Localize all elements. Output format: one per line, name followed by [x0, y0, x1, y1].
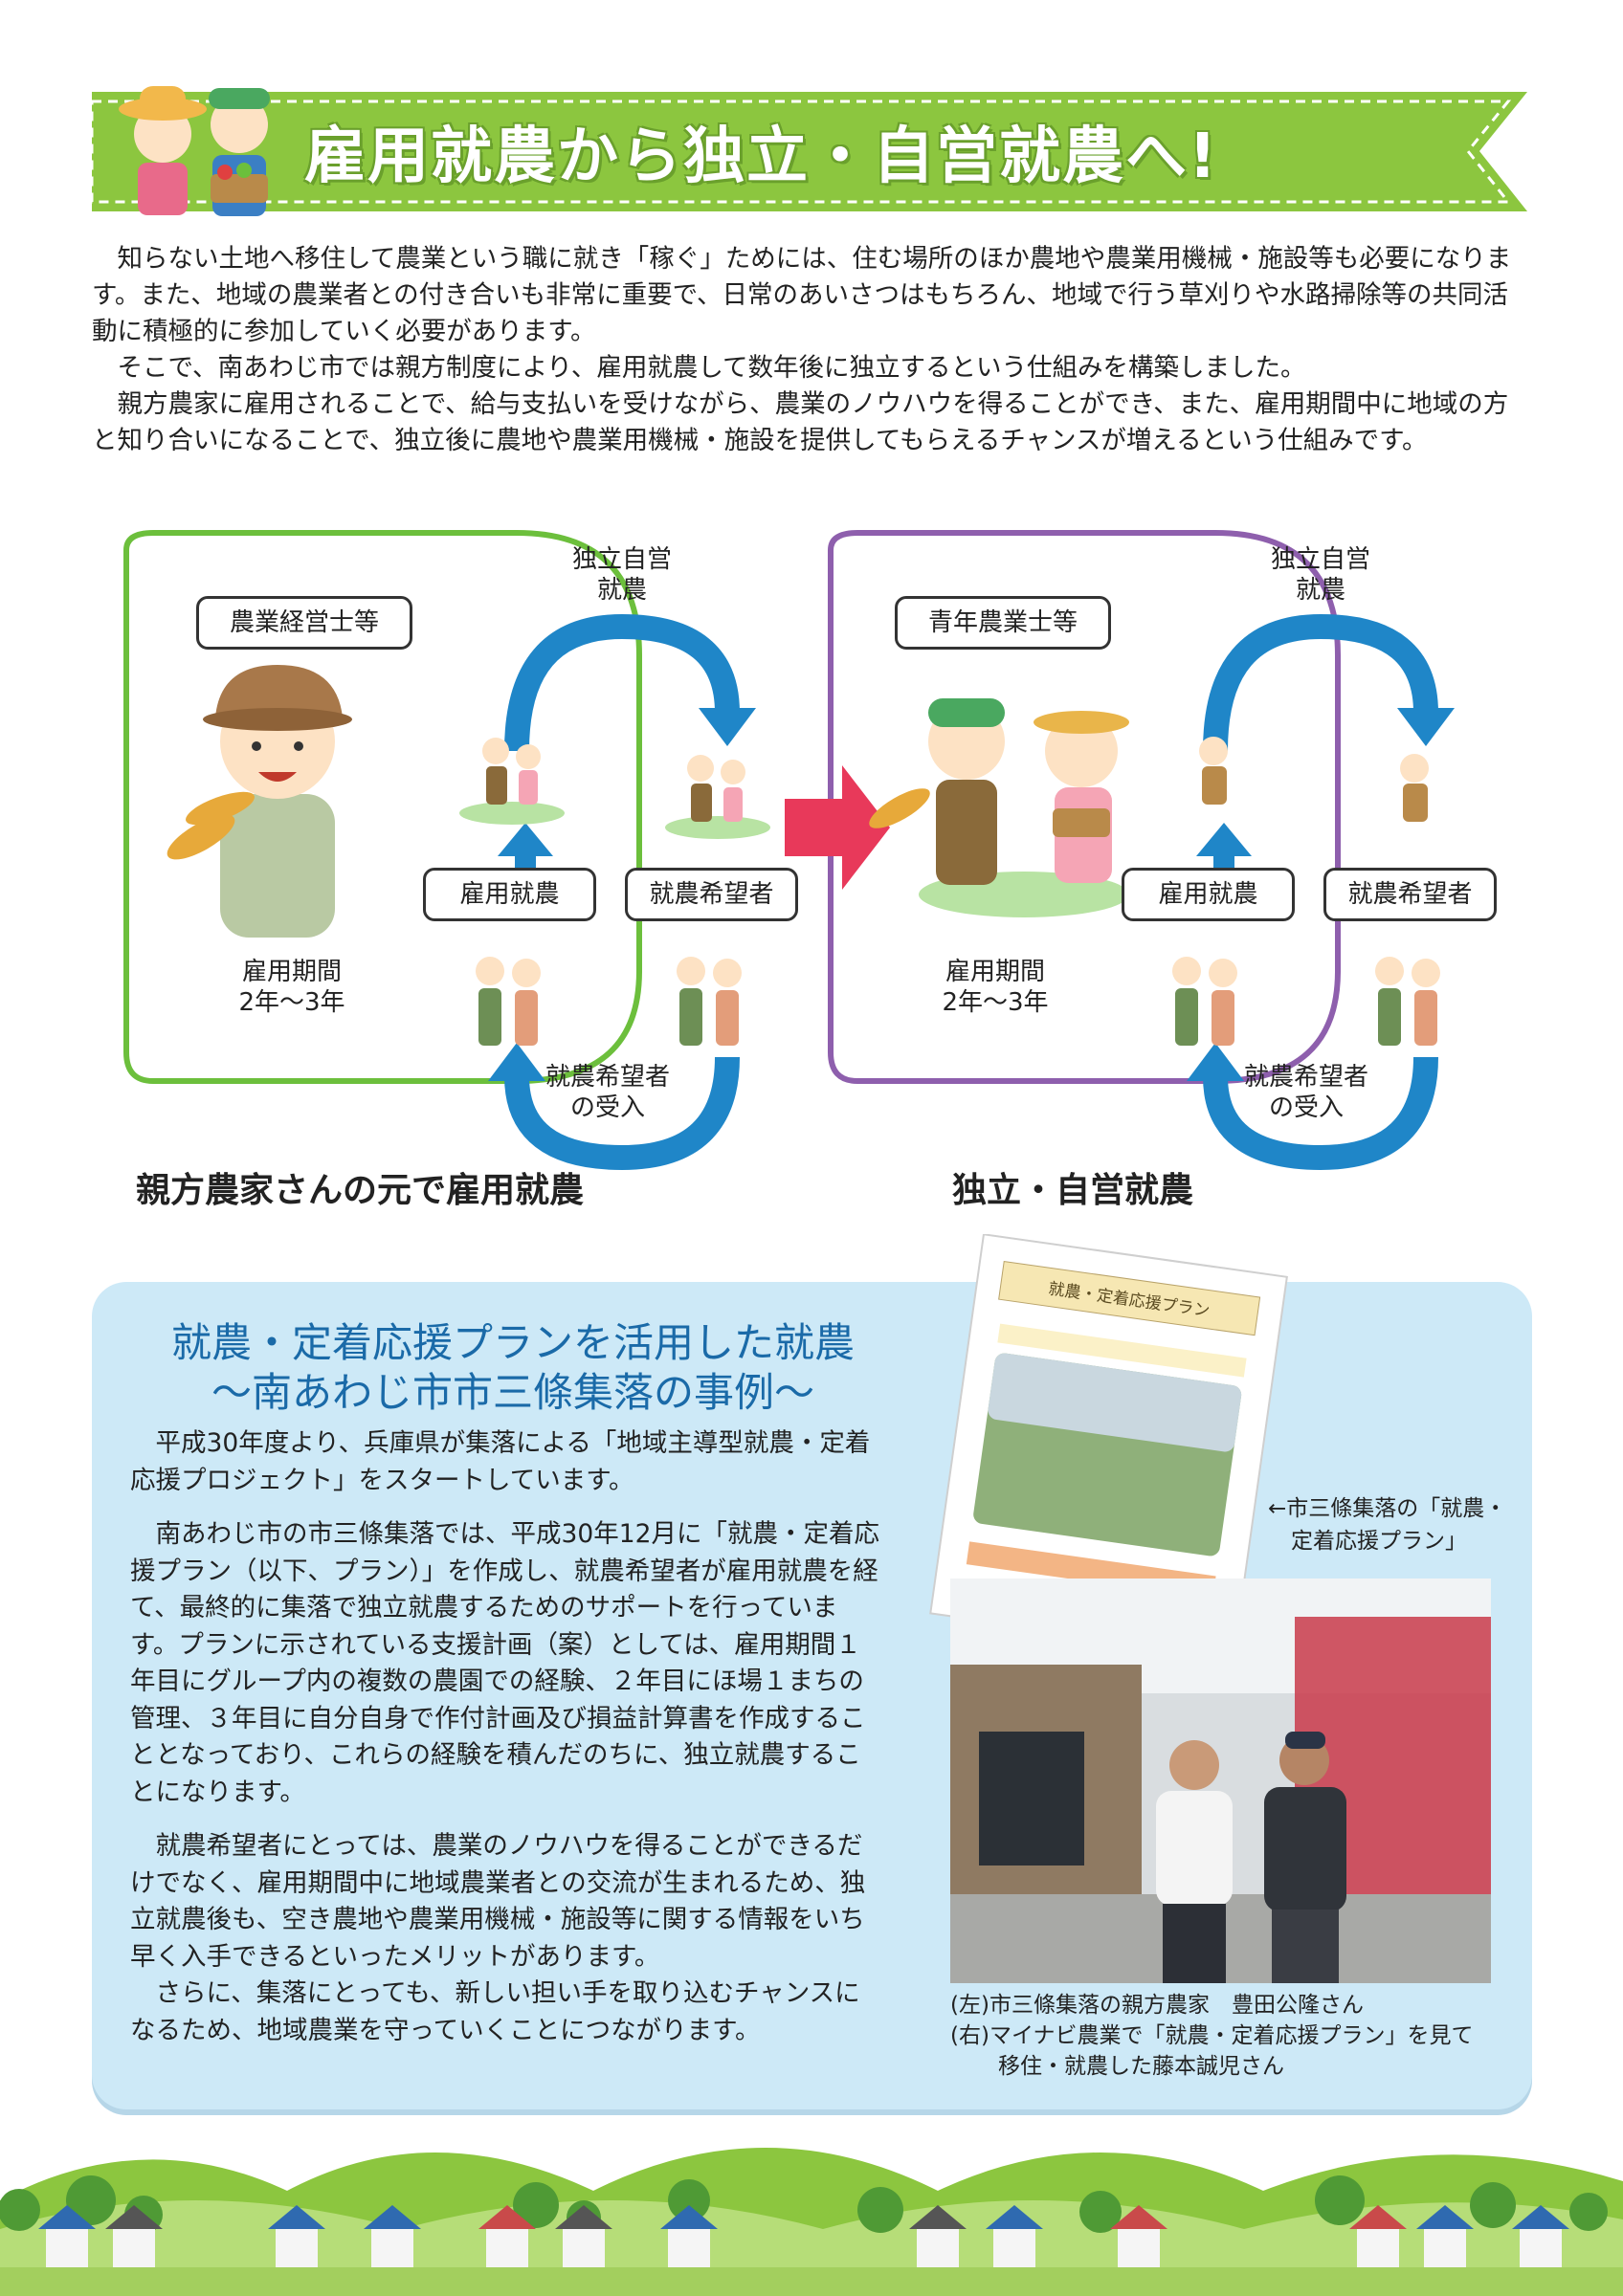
case-paragraph: さらに、集落にとっても、新しい担い手を取り込むチャンスになるため、地域農業を守っ… — [130, 1978, 860, 2045]
right-independent-arrow — [1203, 613, 1438, 752]
left-applicant-box: 就農希望者 — [625, 868, 798, 921]
young-farmers-illustration — [869, 698, 1129, 917]
photo-caption-line: (左)市三條集落の親方農家 豊田公隆さん — [950, 1993, 1364, 2018]
farmers-photo — [950, 1578, 1491, 1983]
title-banner — [92, 92, 1527, 211]
left-independent-label: 独立自営 就農 — [571, 545, 672, 605]
right-employment-up-arrow — [1196, 823, 1252, 856]
intro-paragraph: 知らない土地へ移住して農業という職に就き「稼ぐ」ためには、住む場所のほか農地や農… — [92, 244, 1512, 346]
left-employment-box: 雇用就農 — [423, 868, 596, 921]
case-paragraph: 南あわじ市の市三條集落では、平成30年12月に「就農・定着応援プラン（以下、プラ… — [130, 1519, 879, 1807]
left-period-label: 雇用期間 2年～3年 — [238, 958, 345, 1017]
case-paragraph: 平成30年度より、兵庫県が集落による「地域主導型就農・定着応援プロジェクト」をス… — [130, 1428, 871, 1495]
right-period-label: 雇用期間 2年～3年 — [942, 958, 1049, 1017]
hills-and-houses-illustration — [0, 2148, 1623, 2296]
intro-paragraph: そこで、南あわじ市では親方制度により、雇用就農して数年後に独立するという仕組みを… — [117, 353, 1306, 383]
left-acceptance-arrow — [504, 1056, 740, 1171]
master-farmer-illustration — [167, 665, 352, 938]
farmer-mascots-illustration — [119, 86, 270, 216]
right-independent-label: 独立自営 就農 — [1270, 545, 1370, 605]
right-organizer-box: 青年農業士等 — [895, 596, 1111, 650]
right-employment-box: 雇用就農 — [1122, 868, 1295, 921]
right-acceptance-label: 就農希望者 の受入 — [1243, 1063, 1368, 1122]
plan-document-image: 就農・定着応援プラン — [929, 1234, 1288, 1636]
left-frame — [123, 530, 642, 1084]
photo-caption: (左)市三條集落の親方農家 豊田公隆さん (右)マイナビ農業で「就農・定着応援プ… — [950, 1990, 1474, 2082]
plan-image-caption: ←市三條集落の「就農・ 定着応援プラン」 — [1268, 1492, 1506, 1557]
case-study-title: 就農・定着応援プランを活用した就農 ～南あわじ市市三條集落の事例～ — [130, 1318, 896, 1418]
right-applicant-box: 就農希望者 — [1323, 868, 1497, 921]
case-paragraph: 就農希望者にとっては、農業のノウハウを得ることができるだけでなく、雇用期間中に地… — [130, 1831, 866, 1972]
transition-arrow — [785, 765, 890, 890]
plan-caption-line: ←市三條集落の「就農・ — [1268, 1496, 1507, 1521]
right-diagram-caption: 独立・自営就農 — [952, 1171, 1194, 1210]
intro-paragraph: 親方農家に雇用されることで、給与支払いを受けながら、農業のノウハウを得ることがで… — [92, 389, 1509, 455]
case-title-line: 就農・定着応援プランを活用した就農 — [170, 1319, 855, 1366]
left-diagram-caption: 親方農家さんの元で雇用就農 — [136, 1171, 585, 1210]
independence-flow-diagram: 独立自営 就農 農業経営士等 雇用就農 就農希望者 雇用期間 2年～3年 就農希… — [115, 521, 1522, 1229]
case-subtitle-line: ～南あわじ市市三條集落の事例～ — [211, 1369, 814, 1416]
plan-caption-line: 定着応援プラン」 — [1291, 1529, 1467, 1554]
left-organizer-box: 農業経営士等 — [196, 596, 412, 650]
photo-caption-line: 移住・就農した藤本誠児さん — [998, 2054, 1284, 2079]
left-independent-arrow — [504, 613, 740, 752]
right-acceptance-arrow — [1203, 1056, 1438, 1171]
diagram-graphics — [123, 530, 1455, 1171]
left-acceptance-label: 就農希望者 の受入 — [545, 1063, 670, 1122]
case-study-text: 平成30年度より、兵庫県が集落による「地域主導型就農・定着応援プロジェクト」をス… — [130, 1425, 884, 2049]
right-frame — [828, 530, 1341, 1084]
intro-text: 知らない土地へ移住して農業という職に就き「稼ぐ」ためには、住む場所のほか農地や農… — [92, 241, 1532, 459]
page-title: 雇用就農から独立・自営就農へ! — [304, 121, 1219, 192]
small-pair-icons — [459, 737, 1440, 1046]
left-employment-up-arrow — [498, 823, 553, 856]
photo-caption-line: (右)マイナビ農業で「就農・定着応援プラン」を見て — [950, 2023, 1474, 2048]
